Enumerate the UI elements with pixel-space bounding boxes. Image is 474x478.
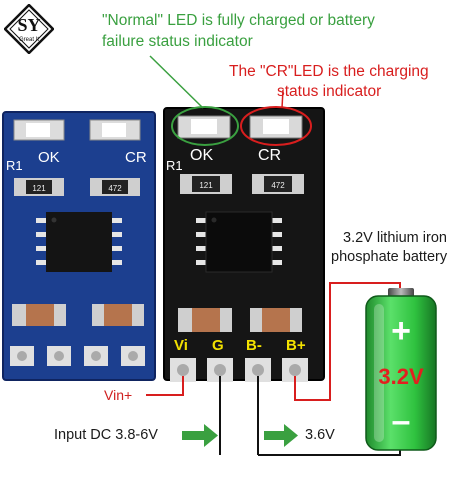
brand-logo: SY Great It	[3, 3, 55, 55]
left-blue-board: OK CR R1 121 472	[2, 111, 156, 381]
pin-label-vi: Vi	[174, 337, 188, 354]
battery-plus-wire	[294, 282, 401, 401]
logo-mark: SY	[17, 15, 41, 35]
left-pin-pads	[10, 346, 145, 366]
left-resistor-a-code: 121	[32, 184, 46, 193]
right-r1-label: R1	[166, 158, 183, 173]
battery-note-line2: phosphate battery	[331, 249, 448, 265]
left-led-ok	[26, 123, 50, 137]
ok-led-highlight-ellipse	[171, 106, 239, 146]
right-led-ok	[191, 119, 217, 134]
right-led-cr	[263, 119, 289, 134]
left-resistor-b	[102, 180, 128, 194]
pin-label-g: G	[212, 337, 224, 354]
vin-plus-label: Vin+	[104, 387, 133, 403]
cr-led-note-line1: The "CR"LED is the charging	[229, 63, 429, 80]
right-resistor-b	[264, 176, 292, 192]
left-resistor-b-code: 472	[108, 184, 122, 193]
left-capacitor-b	[104, 304, 132, 326]
left-led-cr	[102, 123, 126, 137]
battery-body	[365, 295, 437, 451]
right-capacitor-a	[192, 308, 220, 332]
left-r1-label: R1	[6, 158, 23, 173]
logo-diamond-icon	[3, 3, 55, 55]
battery-note-line1: 3.2V lithium iron	[343, 230, 447, 246]
battery-voltage-label: 3.2V	[378, 364, 424, 389]
left-cr-label: CR	[125, 149, 147, 166]
left-ic-chip	[36, 212, 122, 272]
cr-callout-line	[281, 89, 284, 109]
pin-label-b-minus: B-	[246, 337, 262, 354]
left-ok-label: OK	[38, 149, 60, 166]
cr-led-highlight-ellipse	[240, 106, 312, 146]
right-resistor-a-code: 121	[199, 181, 213, 190]
pin-label-b-plus: B+	[286, 337, 306, 354]
vin-wire	[146, 376, 184, 396]
battery-minus-symbol: –	[392, 402, 411, 440]
right-capacitor-b	[262, 308, 290, 332]
right-ok-label: OK	[190, 147, 213, 164]
ok-callout-line	[149, 55, 204, 109]
right-resistor-a	[192, 176, 220, 192]
battery-plus-symbol: +	[391, 312, 411, 350]
output-voltage-label: 3.6V	[305, 427, 335, 443]
normal-led-note-line1: "Normal" LED is fully charged or battery	[102, 12, 375, 29]
right-black-board: OK CR R1 121 472 Vi G	[163, 106, 325, 382]
right-resistor-b-code: 472	[271, 181, 285, 190]
left-resistor-a	[26, 180, 52, 194]
logo-subtext: Great It	[18, 37, 39, 43]
right-ic-chip	[196, 211, 282, 273]
output-arrow-icon	[264, 424, 298, 447]
input-dc-label: Input DC 3.8-6V	[54, 427, 158, 443]
battery-icon: + 3.2V –	[365, 288, 437, 451]
left-capacitor-a	[26, 304, 54, 326]
input-arrow-icon	[182, 424, 218, 447]
normal-led-note-line2: failure status indicator	[102, 33, 253, 50]
right-cr-label: CR	[258, 147, 281, 164]
cr-led-note-line2: status indicator	[277, 83, 382, 100]
